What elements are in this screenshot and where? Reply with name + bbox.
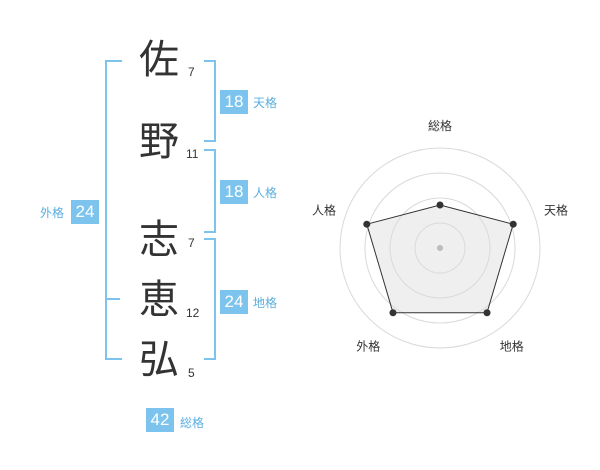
radar-center <box>437 245 443 251</box>
radar-point-2 <box>509 220 517 228</box>
stroke-count-3: 7 <box>188 236 195 250</box>
gaikaku-value: 24 <box>71 200 99 224</box>
radar-point-5 <box>363 220 371 228</box>
tenkaku-value: 18 <box>220 90 248 114</box>
radar-ring-2 <box>389 197 491 299</box>
jinkaku-value: 18 <box>220 180 248 204</box>
stroke-count-1: 7 <box>188 65 195 79</box>
jinkaku-bracket <box>204 149 216 233</box>
chikaku-label: 地格 <box>253 296 278 310</box>
char-5: 弘 <box>139 337 179 383</box>
radar-axis-label-4: 外格 <box>356 339 380 354</box>
radar-axis-label-3: 地格 <box>500 339 524 354</box>
chikaku-value: 24 <box>220 290 248 314</box>
radar-rings <box>339 147 541 349</box>
radar-points <box>363 201 517 317</box>
soukaku-value: 42 <box>146 408 174 432</box>
soukaku-label: 総格 <box>180 416 205 430</box>
gaikaku-bracket <box>105 60 122 360</box>
radar-point-4 <box>389 309 397 317</box>
char-2: 野 <box>139 119 179 165</box>
radar-axis-label-1: 総格 <box>428 118 452 133</box>
char-4: 恵 <box>139 277 179 323</box>
radar-point-1 <box>436 201 444 209</box>
stroke-count-2: 11 <box>186 147 199 161</box>
radar-ring-3 <box>364 172 516 324</box>
radar-point-3 <box>483 309 491 317</box>
gaikaku-bracket-divider <box>105 298 120 300</box>
radar-ring-1 <box>414 222 466 274</box>
stroke-count-4: 12 <box>186 306 200 320</box>
char-1: 佐 <box>139 37 179 83</box>
chikaku-bracket <box>204 238 216 360</box>
radar-polygon <box>366 204 514 314</box>
char-3: 志 <box>139 217 179 263</box>
tenkaku-label: 天格 <box>253 96 278 110</box>
radar-ring-4 <box>339 147 541 349</box>
stroke-count-5: 5 <box>188 366 195 380</box>
jinkaku-label: 人格 <box>253 186 278 200</box>
radar-axis-label-2: 天格 <box>544 202 568 217</box>
radar-axis-label-5: 人格 <box>312 202 336 217</box>
gaikaku-label: 外格 <box>40 206 65 220</box>
tenkaku-bracket <box>204 60 216 142</box>
